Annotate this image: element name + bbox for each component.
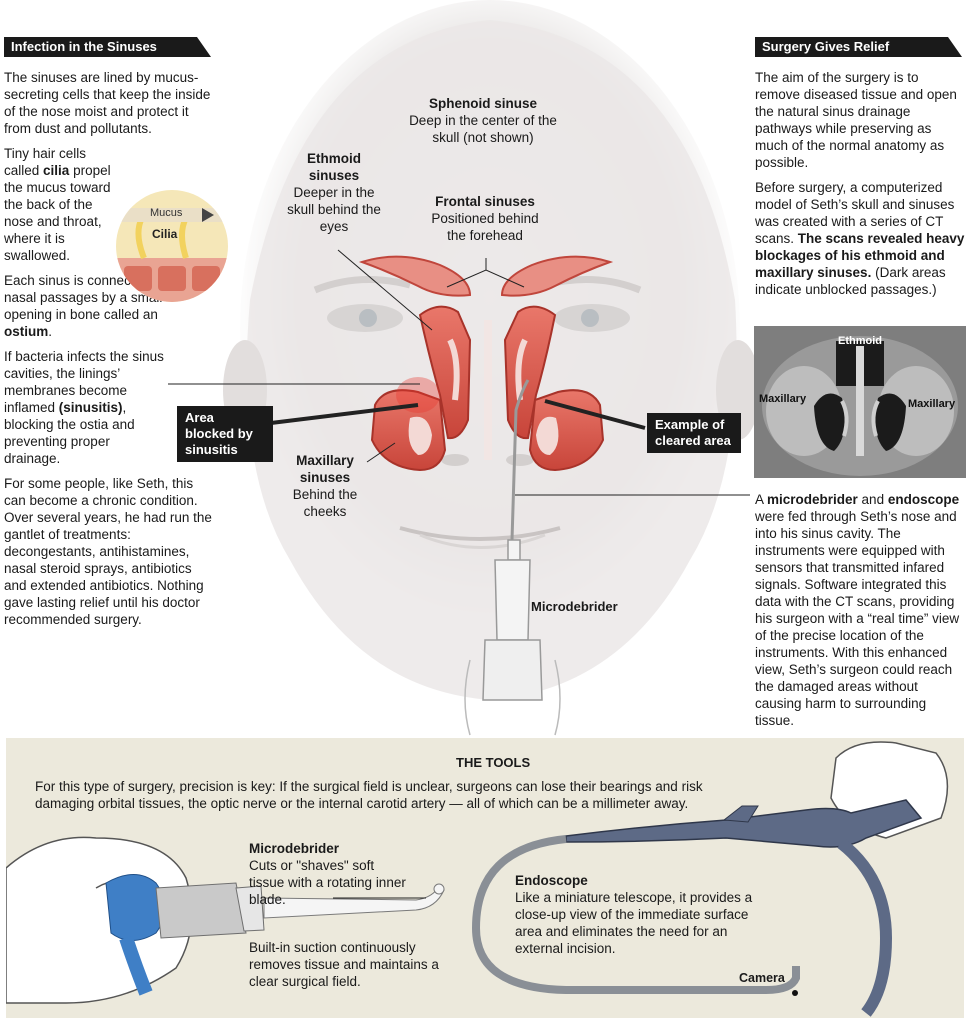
tools-title: THE TOOLS [456,755,531,770]
endoscope-cable [471,835,800,994]
left-column: The sinuses are lined by mucus-secreting… [4,69,214,636]
blocked-area-callout: Area blocked by sinusitis [177,406,273,462]
svg-text:Mucus: Mucus [150,207,183,219]
tools-panel: THE TOOLS For this type of surgery, prec… [6,738,964,1018]
ct-scan-image: Ethmoid Maxillary Maxillary [754,326,966,478]
tools-illustration [6,741,949,1017]
microdebrider-instrument [464,379,561,736]
right-paragraph-1: The aim of the surgery is to remove dise… [755,70,957,170]
left-section-header: Infection in the Sinuses [4,37,211,57]
svg-text:Ethmoid: Ethmoid [838,335,882,347]
microdebrider-suction-text: Built-in suction continuously removes ti… [249,940,439,989]
cilia-inset: Mucus Cilia [116,190,228,302]
tools-intro: For this type of surgery, precision is k… [35,779,703,811]
right-paragraph-2: Before surgery, a computerized model of … [755,180,965,297]
ethmoid-sinus-left [418,305,472,440]
svg-text:Maxillary: Maxillary [908,398,956,410]
arrow-right-icon [202,208,214,222]
right-paragraph-3: A microdebrider and endoscope were fed t… [755,492,960,728]
frontal-sinus-left [358,255,472,297]
svg-text:Cilia: Cilia [152,227,178,241]
left-paragraph-5: For some people, like Seth, this can bec… [4,476,212,627]
left-paragraph-4: If bacteria infects the sinus cavities, … [4,349,164,466]
svg-text:Maxillary: Maxillary [759,393,807,405]
right-section-header: Surgery Gives Relief [755,37,962,57]
microdebrider-label: Microdebrider [531,599,618,614]
right-column-bottom: A microdebrider and endoscope were fed t… [755,491,967,737]
endoscope-tool-text: Endoscope Like a miniature telescope, it… [515,873,753,956]
left-paragraph-1: The sinuses are lined by mucus-secreting… [4,70,211,136]
microdebrider-tool-text: Microdebrider Cuts or "shaves" soft tiss… [249,841,406,907]
camera-label: Camera [739,971,785,985]
face-illustration [168,0,760,736]
left-paragraph-2: Tiny hair cells called cilia propel the … [4,146,111,263]
cleared-area-callout: Example of cleared area [647,413,741,453]
right-column-top: The aim of the surgery is to remove dise… [755,69,967,306]
frontal-sinus-right [500,255,614,297]
